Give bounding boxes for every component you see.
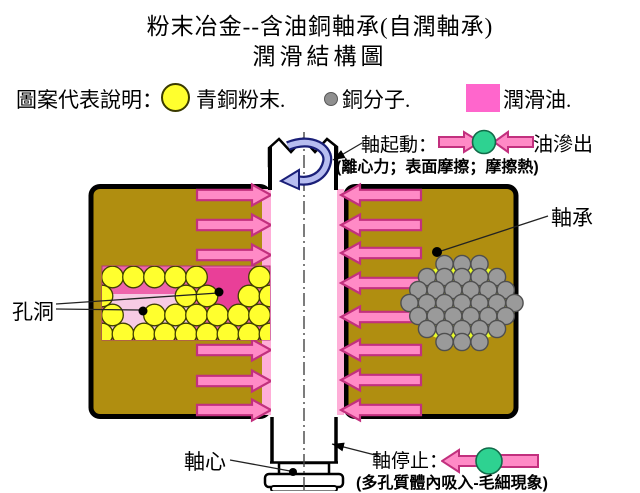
label-shaft-stop-note: (多孔質體內吸入-毛細現象): [356, 475, 548, 492]
bronze-powder-particle: [143, 303, 166, 327]
oil-flow-arrow: [338, 367, 423, 393]
page-title: 粉末冶金--含油銅軸承(自潤軸承): [146, 14, 494, 39]
oil-flow-arrow: [195, 397, 274, 423]
copper-molecule-icon: [324, 92, 338, 106]
bronze-powder-particle: [258, 284, 270, 308]
label-shaft-core: 軸心: [184, 450, 226, 474]
oil-flow-arrow: [338, 337, 423, 363]
bronze-powder-particle: [206, 303, 229, 327]
bronze-powder-particle: [248, 303, 270, 327]
bronze-powder-particle: [195, 284, 219, 308]
shaft-start-flow-icon: [438, 129, 534, 155]
oil-flow-arrow: [338, 240, 423, 266]
bronze-powder-particle: [185, 303, 208, 327]
shaft-core-dot: [289, 468, 297, 476]
annotation-leaders: [55, 142, 549, 476]
copper-molecule-particle: [487, 319, 507, 339]
copper-molecule-particle: [505, 293, 524, 313]
oil-flow-arrow: [195, 182, 274, 208]
oil-flow-arrow: [338, 304, 423, 330]
bronze-powder-icon: [161, 83, 190, 112]
label-shaft-start-note: (離心力；表面摩擦；摩擦熱): [336, 159, 539, 176]
page-subtitle: 潤滑結構圖: [252, 44, 388, 69]
pore-dot-light: [138, 306, 148, 316]
shaft-rotation-arrow-icon: [278, 137, 333, 191]
legend-item-lubricant: 潤滑油.: [503, 88, 572, 112]
copper-molecule-particle: [470, 332, 489, 352]
oil-film-right: [337, 189, 344, 415]
copper-molecule-particle: [496, 280, 516, 300]
label-shaft-stop: 軸停止：: [372, 451, 449, 472]
bronze-powder-particle: [164, 266, 187, 289]
bronze-powder-particle: [248, 266, 270, 289]
bronze-powder-particle: [185, 266, 208, 289]
label-oil-seep: 油滲出: [533, 134, 593, 156]
legend-item-copper-molecule: 銅分子.: [342, 88, 411, 112]
oil-flow-arrow: [338, 182, 423, 208]
label-shaft-start: 軸起動：: [361, 135, 438, 156]
bearing-dot: [432, 247, 442, 257]
bronze-powder-particle: [122, 266, 145, 289]
oil-flow-arrow: [195, 242, 274, 268]
bronze-powder-particle: [164, 303, 187, 327]
oil-flow-arrow: [338, 212, 423, 238]
label-bearing: 軸承: [551, 206, 593, 230]
lubricant-icon: [466, 84, 500, 112]
label-pores: 孔洞: [12, 300, 54, 324]
copper-molecule-particle: [496, 306, 516, 326]
oil-drop-icon: [475, 447, 503, 475]
legend-item-bronze-powder: 青銅粉末.: [196, 88, 286, 112]
copper-molecule-particle: [435, 332, 454, 352]
oil-flow-arrow: [195, 368, 274, 394]
bronze-powder-particle: [227, 303, 250, 327]
bronze-powder-particle: [102, 284, 114, 308]
bronze-powder-particle: [102, 303, 124, 327]
legend-label: 圖案代表說明：: [16, 88, 163, 112]
bronze-powder-particle: [237, 284, 261, 308]
shaft-stop-flow-icon: [441, 447, 539, 475]
copper-molecule-cluster: [400, 254, 524, 352]
copper-molecule-particle: [452, 332, 472, 352]
bronze-powder-particle: [102, 266, 124, 289]
bronze-powder-cluster: [101, 265, 271, 341]
oil-flow-arrow: [195, 212, 274, 238]
oil-drop-icon: [471, 129, 497, 155]
oil-flow-arrow: [195, 337, 274, 363]
bronze-powder-particle: [258, 322, 270, 340]
oil-flow-arrow: [338, 397, 423, 423]
copper-molecule-particle: [487, 267, 507, 287]
oil-flow-arrows: [195, 182, 423, 423]
bronze-powder-particle: [143, 266, 166, 289]
copper-molecule-particle: [417, 319, 437, 339]
pore-dot-dark: [214, 287, 224, 297]
